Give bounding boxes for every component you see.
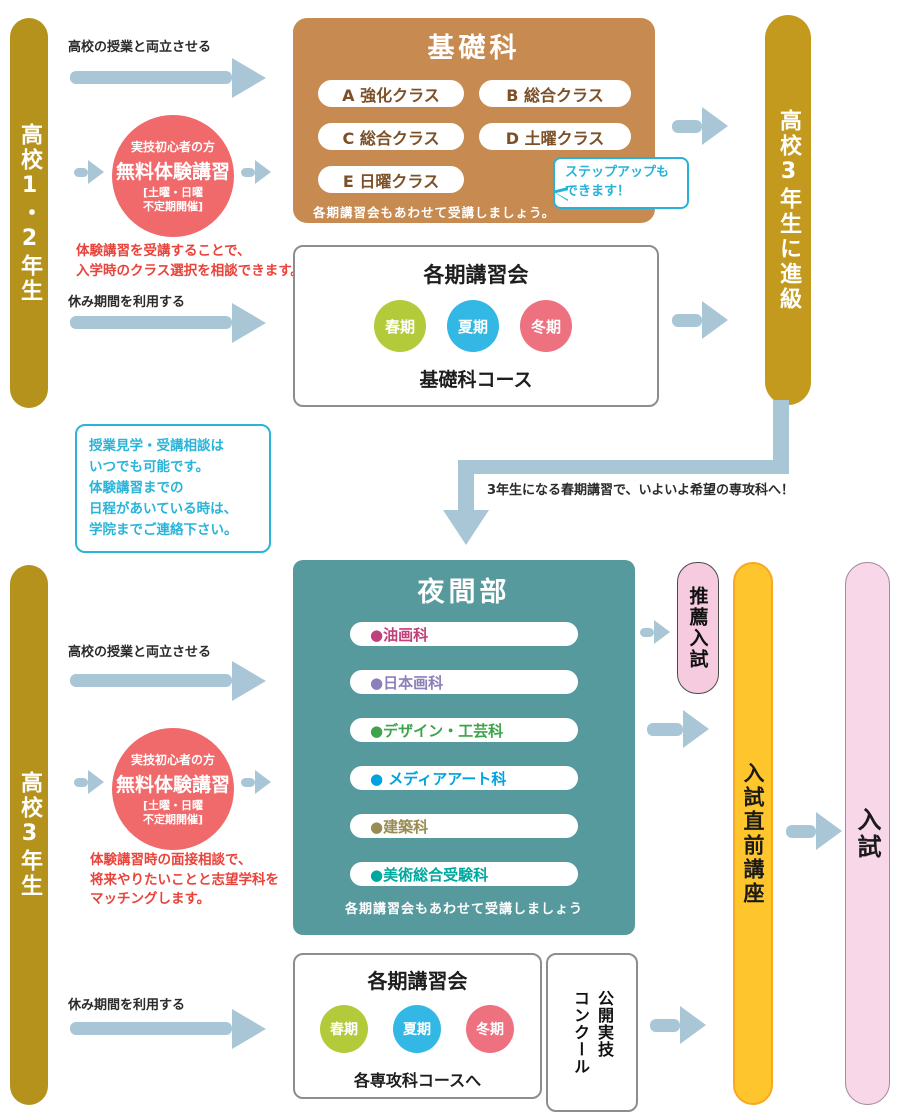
arrow-right-icon <box>241 770 271 794</box>
class-pill: D 土曜クラス <box>479 123 631 150</box>
arrow-label-vacation-top: 休み期間を利用する <box>68 295 186 310</box>
arrow-down-connector-icon <box>443 400 789 545</box>
red-note-bottom: 体験講習時の面接相談で、 将来やりたいことと志望学科を マッチングします。 <box>90 852 279 908</box>
concours-box: 公開実技 コンクール <box>546 953 638 1112</box>
yakan-box: 夜間部 ●油画科 ●日本画科 ●デザイン・工芸科 ● メディアアート科 ●建築科… <box>293 560 635 935</box>
suisen-pill-label: 推薦入試 <box>686 586 709 670</box>
grade12-bar-label: 高校1・2年生 <box>17 122 42 304</box>
last-minute-course-label: 入試直前講座 <box>741 761 765 906</box>
last-minute-course-bar: 入試直前講座 <box>733 562 773 1105</box>
dept-pill-nihonga: ●日本画科 <box>350 670 578 694</box>
arrow-right-icon <box>70 660 266 701</box>
arrow-right-icon <box>74 160 104 184</box>
promotion-bar: 高校3年生に進級 <box>765 15 811 405</box>
kiso-box-caption: 各期講習会もあわせて受講しましょう。 <box>313 205 556 220</box>
cyan-note: 授業見学・受講相談は いつでも可能です。 体験講習までの 日程があいている時は、… <box>75 424 271 553</box>
concours-box-label: 公開実技 コンクール <box>571 990 614 1075</box>
seminar-box-top-title: 各期講習会 <box>423 263 529 287</box>
term-circle-spring: 春期 <box>374 300 426 352</box>
arrow-right-icon <box>70 57 266 98</box>
stepup-bubble: ステップアップも できます！ <box>553 157 689 209</box>
free-trial-schedule: [土曜・日曜 不定期開催] <box>142 185 204 213</box>
dept-pill-oil: ●油画科 <box>350 622 578 646</box>
yakan-box-caption: 各期講習会もあわせて受講しましょう <box>344 902 583 917</box>
seminar-box-top-caption: 基礎科コース <box>419 369 533 391</box>
arrow-right-icon <box>70 1008 266 1049</box>
free-trial-audience: 実技初心者の方 <box>130 139 215 154</box>
exam-bar: 入試 <box>845 562 890 1105</box>
dept-pill-general-art: ●美術総合受験科 <box>350 862 578 886</box>
arrow-right-icon <box>640 620 670 644</box>
arrow-right-icon <box>650 1004 706 1046</box>
class-pill: C 総合クラス <box>318 123 464 150</box>
arrow-label-vacation-bottom: 休み期間を利用する <box>68 998 186 1013</box>
grade3-bar: 高校3年生 <box>10 565 48 1105</box>
dept-pill-design: ●デザイン・工芸科 <box>350 718 578 742</box>
free-trial-circle-bottom: 実技初心者の方 無料体験講習 [土曜・日曜 不定期開催] <box>112 728 234 850</box>
term-circle-winter: 冬期 <box>466 1005 514 1053</box>
transition-note: 3年生になる春期講習で、いよいよ希望の専攻科へ！ <box>487 483 795 498</box>
arrow-right-icon <box>672 106 728 146</box>
arrow-label-balance-bottom: 高校の授業と両立させる <box>68 645 212 660</box>
dept-pill-architecture: ●建築科 <box>350 814 578 838</box>
arrow-label-balance-top: 高校の授業と両立させる <box>68 40 212 55</box>
free-trial-audience: 実技初心者の方 <box>130 752 215 767</box>
yakan-box-title: 夜間部 <box>417 577 511 608</box>
seminar-box-bottom-title: 各期講習会 <box>367 969 468 993</box>
arrow-right-icon <box>647 708 709 750</box>
arrow-right-icon <box>241 160 271 184</box>
kiso-box: 基礎科 A 強化クラス B 総合クラス C 総合クラス D 土曜クラス E 日曜… <box>293 18 655 223</box>
free-trial-circle-top: 実技初心者の方 無料体験講習 [土曜・日曜 不定期開催] <box>112 115 234 237</box>
arrow-right-icon <box>786 810 842 852</box>
exam-bar-label: 入試 <box>853 806 881 861</box>
free-trial-title: 無料体験講習 <box>115 773 230 796</box>
term-circle-summer: 夏期 <box>447 300 499 352</box>
free-trial-schedule: [土曜・日曜 不定期開催] <box>142 798 204 826</box>
arrow-right-icon <box>672 300 728 340</box>
class-pill: E 日曜クラス <box>318 166 464 193</box>
grade12-bar: 高校1・2年生 <box>10 18 48 408</box>
grade3-bar-label: 高校3年生 <box>17 771 42 899</box>
term-circle-summer: 夏期 <box>393 1005 441 1053</box>
arrow-right-icon <box>74 770 104 794</box>
arrow-right-icon <box>70 302 266 343</box>
seminar-box-bottom-caption: 各専攻科コースへ <box>353 1071 482 1090</box>
promotion-bar-label: 高校3年生に進級 <box>776 108 801 312</box>
kiso-box-title: 基礎科 <box>427 33 521 64</box>
class-pill: A 強化クラス <box>318 80 464 107</box>
dept-pill-media-art: ● メディアアート科 <box>350 766 578 790</box>
class-pill: B 総合クラス <box>479 80 631 107</box>
seminar-box-bottom: 各期講習会 春期 夏期 冬期 各専攻科コースへ <box>293 953 542 1099</box>
suisen-pill: 推薦入試 <box>677 562 719 694</box>
term-circle-spring: 春期 <box>320 1005 368 1053</box>
term-circle-winter: 冬期 <box>520 300 572 352</box>
seminar-box-top: 各期講習会 春期 夏期 冬期 基礎科コース <box>293 245 659 407</box>
red-note-top: 体験講習を受講することで、 入学時のクラス選択を相談できます。 <box>76 243 304 279</box>
free-trial-title: 無料体験講習 <box>115 160 230 183</box>
